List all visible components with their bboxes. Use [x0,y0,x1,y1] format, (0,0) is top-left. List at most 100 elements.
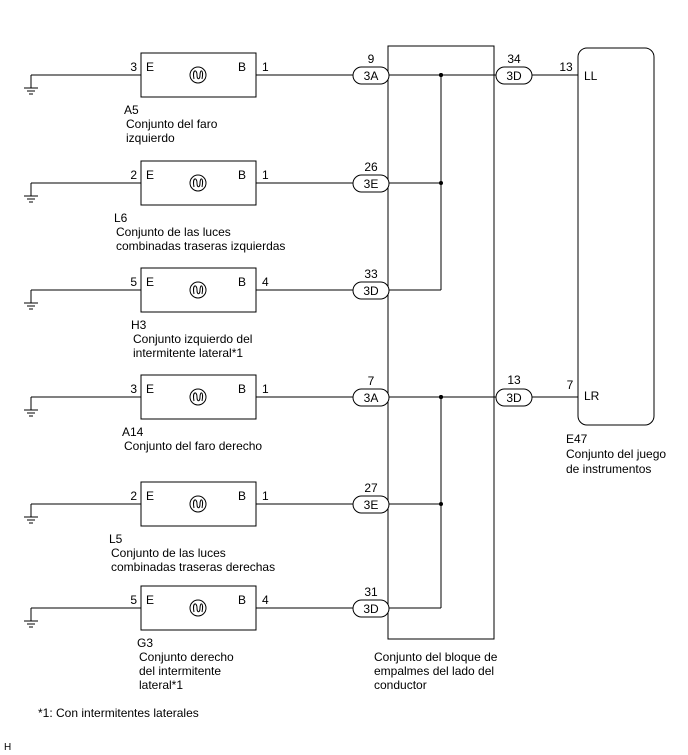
instrument-cluster-code: E47 [566,432,588,446]
component-name-line: combinadas traseras derechas [111,560,275,574]
lamp-icon [189,174,207,192]
terminal-b-label: B [238,382,246,396]
input-pin-number: 33 [364,267,378,281]
input-connector-label: 3D [363,602,379,616]
component-code: H3 [131,318,147,332]
splice-dot [439,73,443,77]
component-name-line: del intermitente [139,664,221,678]
ground-icon [24,183,38,203]
input-pin-number: 7 [368,374,375,388]
splice-dot [439,502,443,506]
splice-dot [439,395,443,399]
component-box [140,374,257,420]
terminal-b-label: B [238,593,246,607]
lamp-icon [189,281,207,299]
ground-icon [24,290,38,310]
ground-icon [24,397,38,417]
pin-b-number: 4 [262,593,269,607]
terminal-b-label: B [238,275,246,289]
pin-b-number: 1 [262,168,269,182]
output-connector-ll [495,66,533,85]
svg-text:empalmes del lado del: empalmes del lado del [374,664,494,678]
pin-e-number: 2 [130,489,137,503]
output-connector-ll-label: 3D [506,69,522,83]
lamp-icon [189,66,207,84]
component-code: L5 [109,532,123,546]
input-connector-label: 3E [364,498,379,512]
svg-text:Conjunto del juego: Conjunto del juego [566,447,666,461]
pin-e-number: 5 [130,275,137,289]
svg-text:conductor: conductor [374,678,427,692]
terminal-e-label: E [146,489,154,503]
pin-e-number: 3 [130,60,137,74]
footnote: *1: Con intermitentes laterales [38,706,199,720]
input-connector-label: 3A [364,69,379,83]
component-box [140,481,257,527]
component-code: A5 [124,103,139,117]
input-connector-label: 3D [363,284,379,298]
component-name-line: Conjunto de las luces [111,546,226,560]
component-name-line: combinadas traseras izquierdas [116,239,285,253]
component-name-line: lateral*1 [139,678,183,692]
component-name-line: Conjunto del faro [126,117,218,131]
component-box [140,52,257,98]
instrument-cluster-caption: E47 Conjunto del juego de instrumentos [566,432,666,476]
output-lr: 3D 13 7 LR [439,373,600,407]
component-box [140,585,257,631]
pin-b-number: 1 [262,489,269,503]
input-pin-number: 31 [364,585,378,599]
output-connector-lr [495,388,533,407]
input-pin-number: 26 [364,160,378,174]
junction-block-caption: Conjunto del bloque de empalmes del lado… [374,650,498,692]
ground-icon [24,608,38,628]
cluster-terminal-ll: LL [584,69,598,83]
terminal-e-label: E [146,382,154,396]
component-name-line: Conjunto derecho [139,650,234,664]
terminal-b-label: B [238,60,246,74]
instrument-cluster [577,47,655,426]
component-name-line: intermitente lateral*1 [133,346,243,360]
output-pin-ll: 34 [507,52,521,66]
terminal-e-label: E [146,60,154,74]
pin-e-number: 3 [130,382,137,396]
output-pin-lr: 13 [507,373,521,387]
terminal-e-label: E [146,593,154,607]
pin-e-number: 5 [130,593,137,607]
output-connector-lr-label: 3D [506,391,522,405]
cluster-pin-lr: 7 [567,378,574,392]
component-box [140,267,257,313]
output-ll: 3D 34 13 LL [439,52,598,85]
input-pin-number: 27 [364,481,378,495]
component-code: G3 [137,636,153,650]
lamp-icon [189,495,207,513]
terminal-b-label: B [238,168,246,182]
pin-e-number: 2 [130,168,137,182]
svg-text:de instrumentos: de instrumentos [566,462,651,476]
pin-b-number: 4 [262,275,269,289]
svg-text:Conjunto del bloque de: Conjunto del bloque de [374,650,498,664]
input-connector-label: 3A [364,391,379,405]
splice-dot [439,181,443,185]
component-name-line: Conjunto de las luces [116,225,231,239]
corner-mark: H [4,742,11,753]
cluster-pin-ll: 13 [559,60,573,74]
input-pin-number: 9 [368,52,375,66]
component-box [140,160,257,206]
ground-icon [24,504,38,524]
pin-b-number: 1 [262,382,269,396]
component-name-line: Conjunto del faro derecho [124,439,262,453]
input-connector-label: 3E [364,177,379,191]
component-name-line: izquierdo [126,131,175,145]
